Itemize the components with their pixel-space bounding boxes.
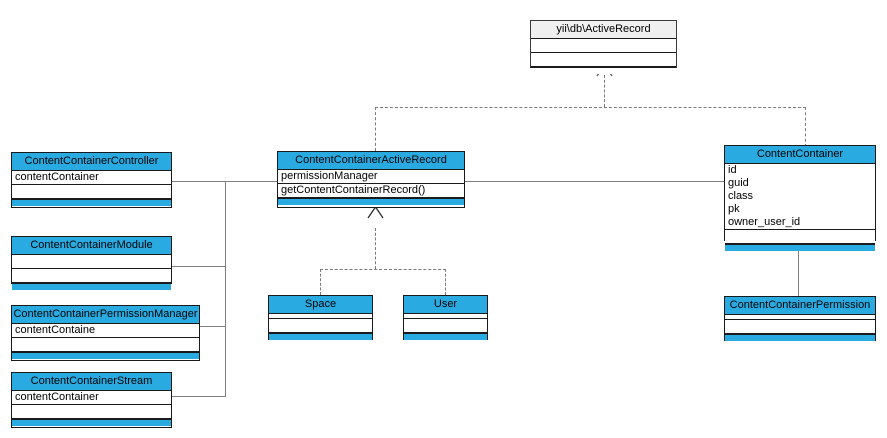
- operations-compartment: [531, 53, 676, 67]
- class-footer-strip: [278, 198, 464, 205]
- association-ccar-to-contentcontainer: [465, 181, 725, 182]
- association-permissionmanager-to-bus: [200, 326, 226, 327]
- attributes-compartment: [269, 314, 372, 319]
- operations-compartment: [12, 185, 171, 199]
- attributes-compartment: [531, 39, 676, 53]
- class-footer-strip: [12, 283, 171, 290]
- dashed-bus-activerecord: [375, 107, 806, 108]
- empty-operation-row: [12, 269, 171, 282]
- class-box-contentcontainerpermissionmanager[interactable]: ContentContainerPermissionManager conten…: [11, 305, 200, 361]
- operations-compartment: [12, 269, 171, 283]
- class-box-contentcontainercontroller[interactable]: ContentContainerController contentContai…: [11, 152, 172, 208]
- dashed-bus-ccar-children: [320, 269, 446, 270]
- class-footer-strip: [12, 419, 171, 426]
- empty-operation-row: [531, 53, 676, 66]
- class-footer-strip: [725, 244, 875, 251]
- empty-attribute-row: [404, 314, 487, 318]
- empty-operation-row: [404, 319, 487, 332]
- dashed-drop-space: [320, 269, 321, 295]
- class-name-space: Space: [269, 296, 372, 314]
- empty-operation-row: [725, 320, 875, 333]
- operations-compartment: [12, 338, 199, 352]
- attribute-row: contentContainer: [15, 391, 99, 403]
- class-name-contentcontainercontroller: ContentContainerController: [12, 153, 171, 171]
- attributes-compartment: [12, 255, 171, 269]
- dashed-riser-ccar: [375, 228, 376, 269]
- attribute-row: id: [728, 164, 737, 176]
- class-box-contentcontainerstream[interactable]: ContentContainerStream contentContainer: [11, 372, 172, 428]
- class-box-space[interactable]: Space: [268, 295, 373, 340]
- class-name-user: User: [404, 296, 487, 314]
- attributes-compartment: id guid class pk owner_user_id: [725, 164, 875, 230]
- empty-attribute-row: [725, 315, 875, 319]
- attribute-row: permissionManager: [281, 170, 378, 182]
- empty-operation-row: [12, 185, 171, 198]
- operations-compartment: [725, 230, 875, 244]
- dashed-drop-ccar: [375, 107, 376, 151]
- empty-attribute-row: [531, 39, 676, 52]
- attributes-compartment: permissionManager: [278, 170, 464, 184]
- dashed-drop-user: [445, 269, 446, 295]
- attribute-row: contentContaine: [15, 324, 96, 336]
- attributes-compartment: contentContainer: [12, 171, 171, 185]
- attribute-row: pk: [728, 203, 740, 215]
- empty-operation-row: [12, 405, 171, 418]
- class-name-yii-db-activerecord: yii\db\ActiveRecord: [531, 21, 676, 39]
- dashed-riser-activerecord: [604, 75, 605, 107]
- class-box-contentcontainermodule[interactable]: ContentContainerModule: [11, 236, 172, 290]
- operations-compartment: [269, 319, 372, 333]
- class-name-contentcontaineractiverecord: ContentContainerActiveRecord: [278, 152, 464, 170]
- class-box-contentcontainerpermission[interactable]: ContentContainerPermission: [724, 296, 876, 341]
- operations-compartment: [725, 320, 875, 334]
- operations-compartment: [404, 319, 487, 333]
- association-controller-to-ccar: [172, 181, 279, 182]
- class-footer-strip: [269, 333, 372, 340]
- attribute-row: contentContainer: [15, 171, 99, 183]
- class-box-contentcontainer[interactable]: ContentContainer id guid class pk owner_…: [724, 145, 876, 251]
- class-footer-strip: [12, 352, 199, 359]
- attribute-row: owner_user_id: [728, 216, 801, 228]
- attributes-compartment: [725, 315, 875, 320]
- class-footer-strip: [531, 67, 676, 74]
- empty-operation-row: [725, 230, 875, 243]
- attributes-compartment: contentContainer: [12, 391, 171, 405]
- dashed-drop-contentcontainer: [805, 107, 806, 147]
- operations-compartment: [12, 405, 171, 419]
- class-footer-strip: [404, 333, 487, 340]
- association-bus-left: [225, 181, 226, 396]
- class-name-contentcontainer: ContentContainer: [725, 146, 875, 164]
- empty-operation-row: [12, 338, 199, 351]
- attributes-compartment: [404, 314, 487, 319]
- class-footer-strip: [12, 199, 171, 206]
- attributes-compartment: contentContaine: [12, 324, 199, 338]
- empty-operation-row: [269, 319, 372, 332]
- class-name-contentcontainermodule: ContentContainerModule: [12, 237, 171, 255]
- class-name-contentcontainerpermissionmanager: ContentContainerPermissionManager: [12, 306, 199, 324]
- attribute-row: class: [728, 190, 754, 202]
- class-footer-strip: [725, 334, 875, 341]
- class-name-contentcontainerpermission: ContentContainerPermission: [725, 297, 875, 315]
- operations-compartment: getContentContainerRecord(): [278, 184, 464, 198]
- class-box-contentcontaineractiverecord[interactable]: ContentContainerActiveRecord permissionM…: [277, 151, 465, 208]
- association-module-to-bus: [172, 266, 226, 267]
- association-stream-to-bus: [172, 396, 226, 397]
- class-name-contentcontainerstream: ContentContainerStream: [12, 373, 171, 391]
- operation-row: getContentContainerRecord(): [281, 184, 426, 196]
- class-box-yii-db-activerecord[interactable]: yii\db\ActiveRecord: [530, 20, 677, 74]
- empty-attribute-row: [269, 314, 372, 318]
- attribute-row: guid: [728, 177, 749, 189]
- association-contentcontainer-to-permission: [798, 240, 799, 297]
- class-box-user[interactable]: User: [403, 295, 488, 340]
- empty-attribute-row: [12, 255, 171, 268]
